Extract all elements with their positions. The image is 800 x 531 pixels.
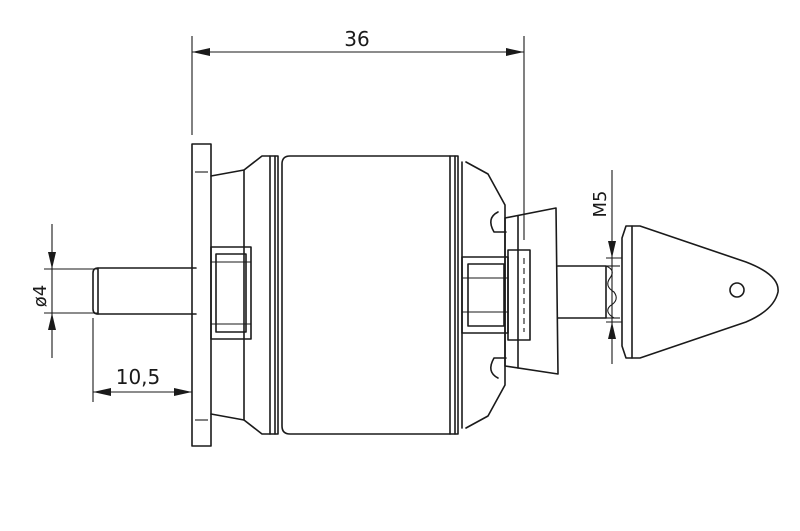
mounting-flange (191, 143, 212, 447)
front-bell-housing (210, 155, 279, 435)
spinner-hole (729, 282, 745, 298)
overall-length-label: 36 (344, 27, 369, 51)
shaft-diameter-dimension: ø4 (30, 224, 98, 358)
shaft-length-label: 10,5 (116, 365, 161, 389)
motor-can (281, 155, 459, 435)
rear-shaft (557, 265, 620, 319)
rear-bell (461, 161, 509, 429)
prop-adapter-collar (504, 207, 559, 375)
shaft-length-dimension: 10,5 (92, 318, 192, 402)
overall-length-dimension: 36 (191, 27, 525, 240)
spinner-nut (621, 225, 779, 359)
thread-dimension: M5 (590, 170, 628, 364)
thread-label: M5 (590, 191, 611, 218)
shaft-diameter-label: ø4 (30, 285, 51, 307)
front-shaft (92, 267, 197, 315)
